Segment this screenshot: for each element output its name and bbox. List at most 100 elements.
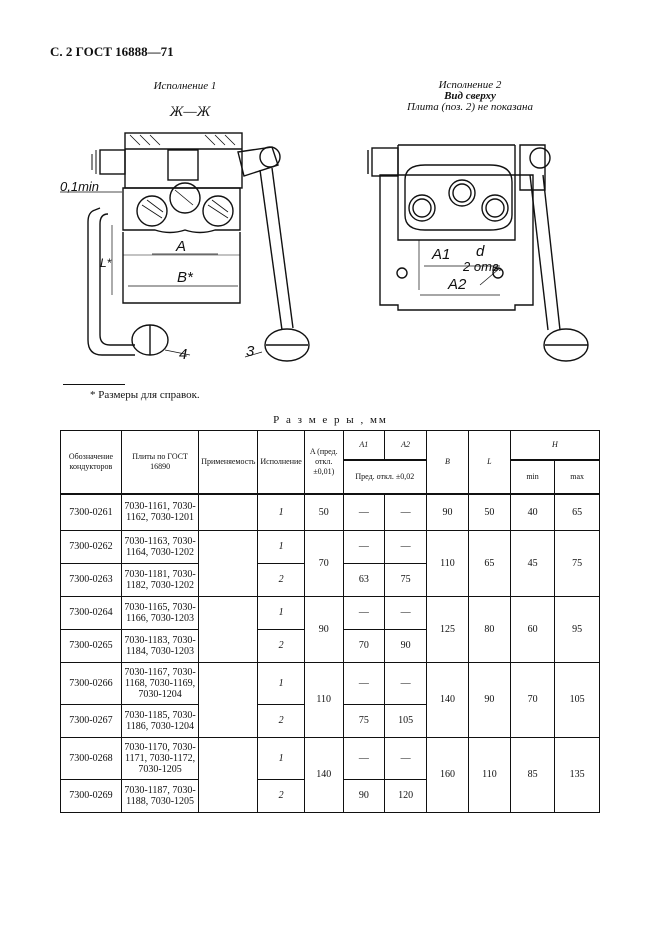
cell-code: 7300-0268 xyxy=(60,736,122,780)
th-A1: A1 xyxy=(342,430,386,461)
cell-max: 65 xyxy=(554,493,600,531)
holes-label: 2 отв. xyxy=(463,259,503,274)
cell-A1: 90 xyxy=(342,778,386,813)
cell-A: 70 xyxy=(303,529,344,597)
cell-min: 70 xyxy=(509,661,556,738)
th-L: L xyxy=(467,430,511,495)
cell-B: 160 xyxy=(426,736,469,813)
cell-code: 7300-0267 xyxy=(60,703,122,738)
cell-max: 75 xyxy=(554,529,600,597)
cell-plates: 7030-1183, 7030-1184, 7030-1203 xyxy=(120,628,200,663)
cell-A: 50 xyxy=(303,493,344,531)
th-min: min xyxy=(509,459,556,495)
th-designation: Обозначение кондукторов xyxy=(60,430,122,495)
dim-label-B: B* xyxy=(177,269,193,286)
section-label: Ж—Ж xyxy=(169,104,211,120)
figure-right-caption: Исполнение 2 xyxy=(438,79,502,91)
cell-A2: — xyxy=(384,595,428,630)
cell-code: 7300-0264 xyxy=(60,595,122,630)
cell-code: 7300-0269 xyxy=(60,778,122,813)
figure-left-caption: Исполнение 1 xyxy=(153,80,217,92)
cell-plates: 7030-1163, 7030-1164, 7030-1202 xyxy=(120,529,200,564)
cell-version: 2 xyxy=(257,703,305,738)
technical-drawings xyxy=(60,132,589,362)
cell-max: 95 xyxy=(554,595,600,663)
cell-A1: 70 xyxy=(342,628,386,663)
tolerance-label: 0,1min xyxy=(60,179,100,194)
cell-A2: — xyxy=(384,661,428,705)
cell-A2: 75 xyxy=(384,562,428,597)
cell-L: 110 xyxy=(467,736,511,813)
cell-A: 110 xyxy=(303,661,344,738)
cell-L: 65 xyxy=(467,529,511,597)
footnote: * Размеры для справок. xyxy=(90,389,200,401)
left-drawing xyxy=(60,132,310,362)
cell-min: 60 xyxy=(509,595,556,663)
cell-A2: — xyxy=(384,736,428,780)
cell-version: 2 xyxy=(257,562,305,597)
cell-version: 2 xyxy=(257,628,305,663)
cell-version: 2 xyxy=(257,778,305,813)
cell-code: 7300-0261 xyxy=(60,493,122,531)
th-B: B xyxy=(426,430,469,495)
cell-version: 1 xyxy=(257,493,305,531)
cell-A2: 105 xyxy=(384,703,428,738)
cell-A2: 90 xyxy=(384,628,428,663)
cell-version: 1 xyxy=(257,529,305,564)
footnote-rule xyxy=(63,384,125,385)
cell-version: 1 xyxy=(257,595,305,630)
cell-A2: — xyxy=(384,493,428,531)
cell-A2: — xyxy=(384,529,428,564)
cell-A1: — xyxy=(342,529,386,564)
th-A12-tol: Пред. откл. ±0,02 xyxy=(342,459,428,495)
figure-right-note: Плита (поз. 2) не показана xyxy=(406,101,533,113)
cell-min: 45 xyxy=(509,529,556,597)
cell-min: 85 xyxy=(509,736,556,813)
cell-B: 90 xyxy=(426,493,469,531)
cell-plates: 7030-1181, 7030-1182, 7030-1202 xyxy=(120,562,200,597)
cell-plates: 7030-1187, 7030-1188, 7030-1205 xyxy=(120,778,200,813)
cell-A1: — xyxy=(342,736,386,780)
cell-plates: 7030-1165, 7030-1166, 7030-1203 xyxy=(120,595,200,630)
cell-version: 1 xyxy=(257,736,305,780)
cell-plates: 7030-1185, 7030-1186, 7030-1204 xyxy=(120,703,200,738)
sizes-table: Обозначение кондукторов Плиты по ГОСТ 16… xyxy=(60,430,601,813)
cell-A1: 63 xyxy=(342,562,386,597)
cell-A1: — xyxy=(342,595,386,630)
dim-label-d: d xyxy=(476,243,485,260)
dim-label-A: A xyxy=(176,238,187,255)
cell-A1: — xyxy=(342,493,386,531)
cell-max: 105 xyxy=(554,661,600,738)
cell-version: 1 xyxy=(257,661,305,705)
cell-A: 140 xyxy=(303,736,344,813)
cell-plates: 7030-1161, 7030-1162, 7030-1201 xyxy=(120,493,200,531)
th-max: max xyxy=(554,459,600,495)
cell-A: 90 xyxy=(303,595,344,663)
cell-plates: 7030-1170, 7030-1171, 7030-1172, 7030-12… xyxy=(120,736,200,780)
th-A2: A2 xyxy=(384,430,428,461)
view-caption: Вид сверху xyxy=(444,90,496,102)
page-header: С. 2 ГОСТ 16888—71 xyxy=(50,44,174,59)
cell-A1: 75 xyxy=(342,703,386,738)
cell-A2: 120 xyxy=(384,778,428,813)
right-drawing xyxy=(367,144,589,362)
dim-label-L: L* xyxy=(100,256,112,270)
cell-code: 7300-0266 xyxy=(60,661,122,705)
cell-B: 125 xyxy=(426,595,469,663)
th-H: H xyxy=(509,430,601,461)
callout-3: 3 xyxy=(246,343,255,360)
cell-max: 135 xyxy=(554,736,600,813)
cell-L: 50 xyxy=(467,493,511,531)
cell-A1: — xyxy=(342,661,386,705)
cell-L: 80 xyxy=(467,595,511,663)
cell-L: 90 xyxy=(467,661,511,738)
cell-code: 7300-0262 xyxy=(60,529,122,564)
cell-B: 110 xyxy=(426,529,469,597)
th-plates: Плиты по ГОСТ 16890 xyxy=(120,430,200,495)
cell-B: 140 xyxy=(426,661,469,738)
th-A: A (пред. откл. ±0,01) xyxy=(303,430,344,495)
callout-4: 4 xyxy=(179,346,188,363)
table-title: Р а з м е р ы , мм xyxy=(273,414,388,426)
dim-label-A1: A1 xyxy=(432,246,451,263)
cell-plates: 7030-1167, 7030-1168, 7030-1169, 7030-12… xyxy=(120,661,200,705)
